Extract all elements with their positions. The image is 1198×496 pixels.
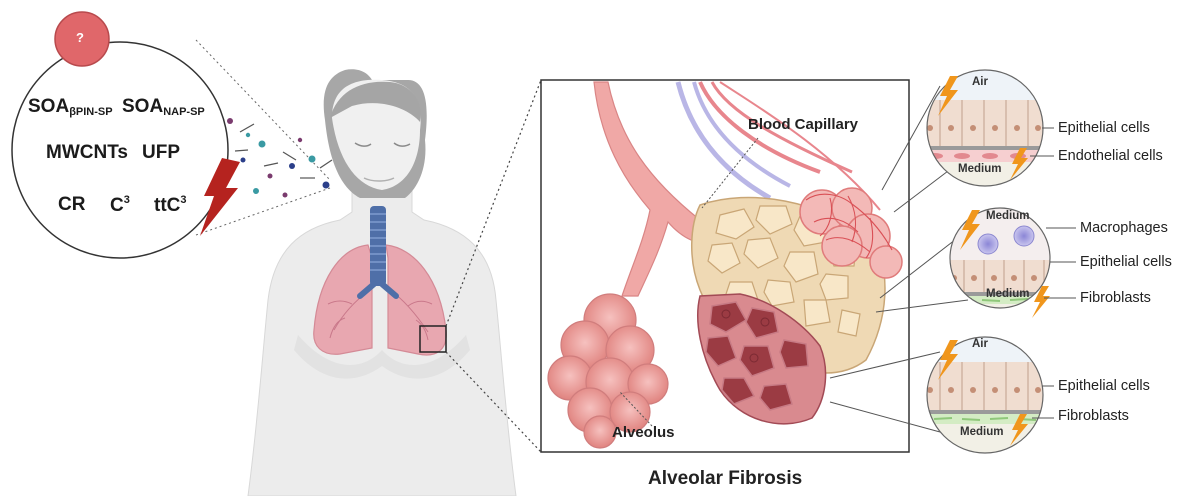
model3-label-epithelial: Epithelial cells [1058, 378, 1150, 394]
figure-title: Alveolar Fibrosis [648, 468, 802, 490]
alveolus-label: Alveolus [612, 424, 675, 441]
model1-label-epithelial: Epithelial cells [1058, 120, 1150, 136]
pollutant-mwcnts: MWCNTs [46, 142, 128, 164]
human-figure [248, 69, 541, 496]
model2-label-macrophages: Macrophages [1080, 220, 1168, 236]
model1-bottom-label: Medium [958, 163, 1001, 175]
model1-top-label: Air [972, 76, 988, 88]
model1-label-endothelial: Endothelial cells [1058, 148, 1163, 164]
model-circle-3 [920, 330, 1060, 460]
pollutant-cr: CR [58, 194, 85, 216]
pollutant-ttc3: ttC3 [154, 194, 187, 217]
pollutant-soa-bpin: SOAβPIN-SP [28, 96, 113, 118]
pollutant-c3: C3 [110, 194, 130, 217]
pollutant-ufp: UFP [142, 142, 180, 164]
model3-top-label: Air [972, 338, 988, 350]
model3-label-fibroblasts: Fibroblasts [1058, 408, 1129, 424]
alveolar-zoom-box [541, 80, 909, 452]
model2-top-label: Medium [986, 210, 1029, 222]
model-circle-1 [920, 60, 1060, 196]
blood-capillary-label: Blood Capillary [748, 116, 858, 133]
model2-bottom-label: Medium [986, 288, 1029, 300]
model3-bottom-label: Medium [960, 426, 1003, 438]
pollutant-soa-nap: SOANAP-SP [122, 96, 205, 118]
model2-label-fibroblasts: Fibroblasts [1080, 290, 1151, 306]
question-mark: ? [76, 30, 84, 45]
model2-label-epithelial: Epithelial cells [1080, 254, 1172, 270]
pollutant-circle-group [12, 12, 330, 258]
